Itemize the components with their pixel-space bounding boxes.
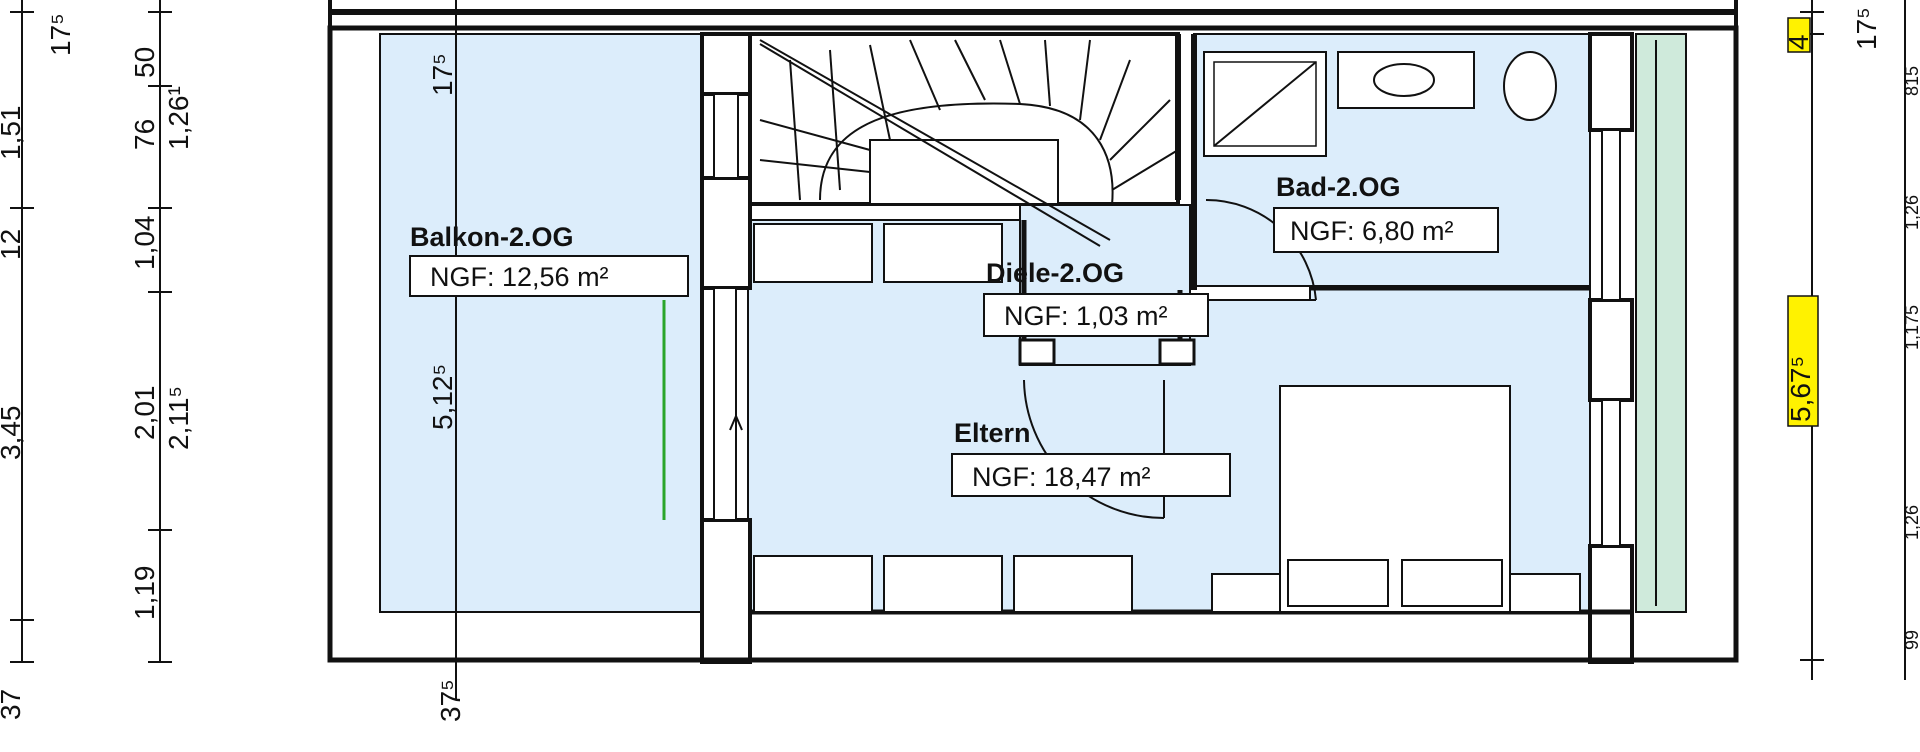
room-balkon [379,33,703,613]
sink [1337,51,1475,109]
dim-col1-c: 12 [0,229,26,260]
toilet [1503,51,1557,121]
area-label-balkon: NGF: 12,56 m² [430,262,609,292]
dim-col2-f: 2,11⁵ [163,386,194,450]
area-box-eltern [951,453,1231,497]
green-strip [1635,33,1687,613]
shower [1203,51,1327,157]
dim-col2-e: 2,01 [129,386,160,441]
dim-right-a: 17⁵ [1851,7,1882,50]
dimension-chain-left-1 [10,0,34,663]
dim-col1-d: 3,45 [0,406,26,461]
dim-col1-e: 37 [0,689,26,720]
wardrobes-bottom [753,555,1133,613]
area-box-balkon [409,255,689,297]
dim-col2-c: 1,26¹ [163,86,194,150]
area-box-diele [983,293,1209,337]
staircase [748,32,1180,247]
room-name-eltern: Eltern [954,418,1031,448]
dim-col2-b: 76 [129,119,160,150]
room-diele [1019,204,1191,366]
dim-right-c: 5,67⁵ [1785,356,1816,422]
dim-col1-b: 1,51 [0,106,26,161]
windows-right [713,93,1621,547]
dimension-chain-left-2 [148,0,172,663]
room-name-bad: Bad-2.OG [1276,172,1401,202]
dim-right-b: 4 [1783,34,1814,50]
dim-far-right-c: 1,175 [1902,305,1920,350]
dim-far-right-e: 99 [1902,630,1920,650]
dim-far-right-d: 1,26 [1902,505,1920,540]
dim-far-right-b: 1,26 [1902,195,1920,230]
dim-inner-left-a: 17⁵ [427,53,458,96]
dim-col1-a: 17⁵ [45,13,76,56]
interior-walls [700,32,1634,664]
dim-col2-a: 50 [129,47,160,78]
room-name-balkon: Balkon-2.OG [410,222,574,252]
highlight-badge-5675 [1787,295,1819,427]
highlight-badge-4 [1787,17,1811,53]
dim-inner-left-c: 37⁵ [435,679,466,722]
area-box-bad [1273,207,1499,253]
dim-col2-d: 1,04 [129,216,160,271]
dim-far-right-a: 815 [1902,66,1920,96]
area-label-bad: NGF: 6,80 m² [1290,216,1454,246]
dim-col2-g: 1,19 [129,566,160,621]
dim-inner-left-b: 5,12⁵ [427,364,458,430]
wardrobes-top [753,223,1003,283]
double-bed [1211,385,1581,613]
room-name-diele: Diele-2.OG [986,258,1124,288]
area-label-eltern: NGF: 18,47 m² [972,462,1151,492]
area-label-diele: NGF: 1,03 m² [1004,301,1168,331]
